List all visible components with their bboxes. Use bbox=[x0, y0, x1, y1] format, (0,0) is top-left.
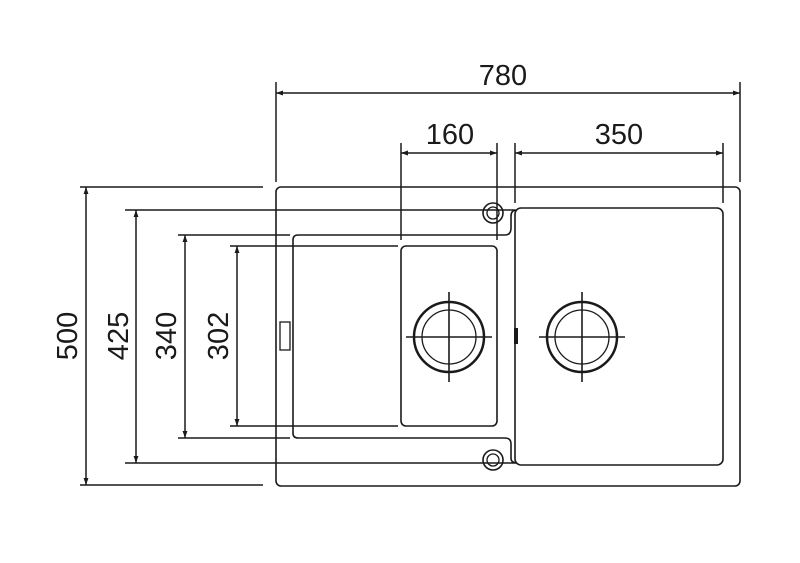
large-bowl-drain bbox=[539, 292, 625, 382]
small-bowl-drain bbox=[406, 292, 492, 382]
dimension-overall-width: 780 bbox=[275, 60, 741, 182]
label-160: 160 bbox=[426, 119, 474, 151]
tap-hole-top bbox=[482, 202, 504, 224]
sink-outline bbox=[275, 186, 741, 487]
label-302: 302 bbox=[203, 312, 235, 360]
dimension-small-bowl-width: 160 bbox=[400, 119, 498, 240]
tap-hole-bottom bbox=[482, 449, 504, 471]
label-500: 500 bbox=[52, 312, 84, 360]
dimension-drainer-depth: 340 bbox=[151, 234, 290, 439]
label-340: 340 bbox=[151, 312, 183, 360]
label-780: 780 bbox=[479, 60, 527, 92]
label-350: 350 bbox=[595, 119, 643, 151]
overflow-nub bbox=[514, 328, 518, 344]
dimension-large-bowl-depth: 425 bbox=[103, 209, 515, 464]
dimension-overall-depth: 500 bbox=[52, 186, 263, 486]
dimension-large-bowl-width: 350 bbox=[514, 119, 724, 203]
overflow-slot bbox=[279, 321, 291, 351]
small-bowl bbox=[400, 245, 498, 427]
label-425: 425 bbox=[103, 312, 135, 360]
dimension-small-bowl-depth: 302 bbox=[203, 245, 398, 427]
